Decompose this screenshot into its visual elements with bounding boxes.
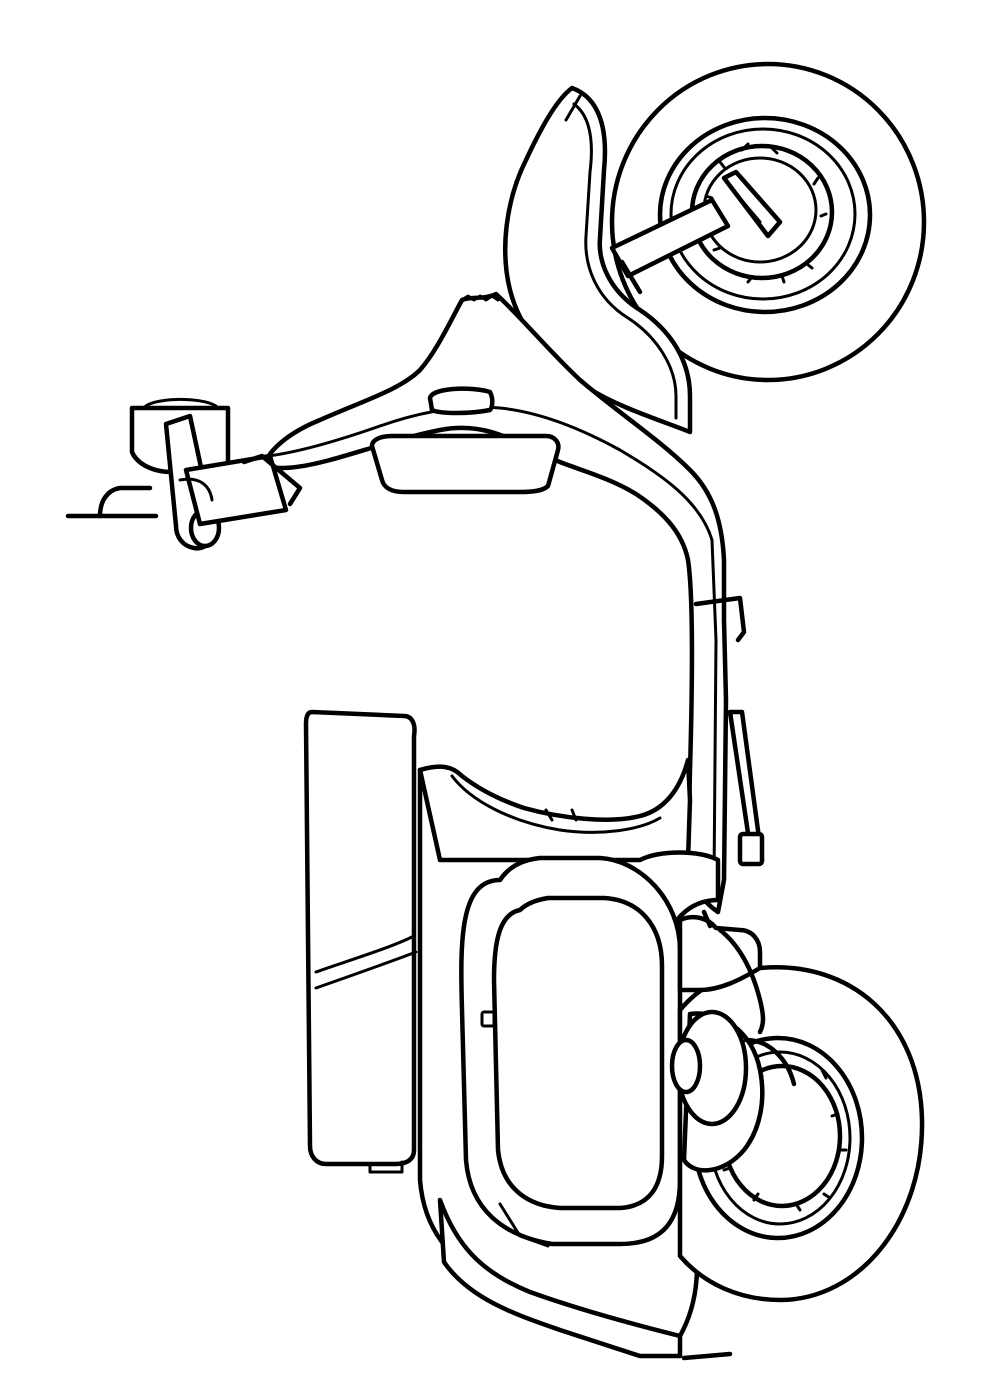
fender-inner xyxy=(572,102,678,420)
front-fender xyxy=(503,85,693,435)
seat-seam-lower xyxy=(314,950,418,990)
seat-cushion xyxy=(303,709,417,1167)
steering-column-body xyxy=(261,291,729,915)
fender-tip xyxy=(564,94,582,122)
headlamp-top xyxy=(142,397,218,410)
body-inner-line xyxy=(266,405,718,882)
fork-joint xyxy=(619,259,643,295)
handle-stem xyxy=(241,453,303,507)
front-axle-detail xyxy=(736,194,762,224)
cables xyxy=(693,595,765,867)
fender-outer xyxy=(503,85,693,435)
arm-curve xyxy=(743,1037,797,1087)
floor-inner xyxy=(450,774,662,834)
front-rim-outer xyxy=(657,115,873,315)
front-fork xyxy=(609,197,731,295)
front-axle-arm xyxy=(721,169,783,239)
rear-suspension xyxy=(669,909,797,1173)
front-wheel xyxy=(609,61,927,383)
front-body xyxy=(261,291,729,915)
floor-rivets xyxy=(544,808,578,822)
rear-skirt xyxy=(437,1197,683,1359)
engine-cover-inner xyxy=(491,895,665,1211)
kick-lever xyxy=(693,595,747,643)
seat-latch xyxy=(368,1160,404,1174)
seat xyxy=(303,709,418,1174)
stand-foot xyxy=(737,831,765,867)
shock-mount xyxy=(677,915,763,993)
headset-panel xyxy=(369,433,561,495)
handlebar xyxy=(65,397,303,551)
axle-cap xyxy=(669,1037,703,1095)
engine-cover-outer xyxy=(459,855,683,1247)
handle-clamp xyxy=(183,453,289,527)
skirt-detail xyxy=(498,1202,550,1248)
front-lug-marks xyxy=(704,142,828,284)
serrated-edge xyxy=(460,294,500,302)
cover-latch xyxy=(480,1010,496,1028)
lever-detail xyxy=(178,477,214,502)
seat-seam-upper xyxy=(314,934,416,974)
ground-line xyxy=(681,1351,733,1361)
brake-lever xyxy=(65,485,159,519)
brake-cable xyxy=(701,909,766,1035)
front-rim-mid xyxy=(669,127,857,301)
horn-cover xyxy=(427,386,495,416)
